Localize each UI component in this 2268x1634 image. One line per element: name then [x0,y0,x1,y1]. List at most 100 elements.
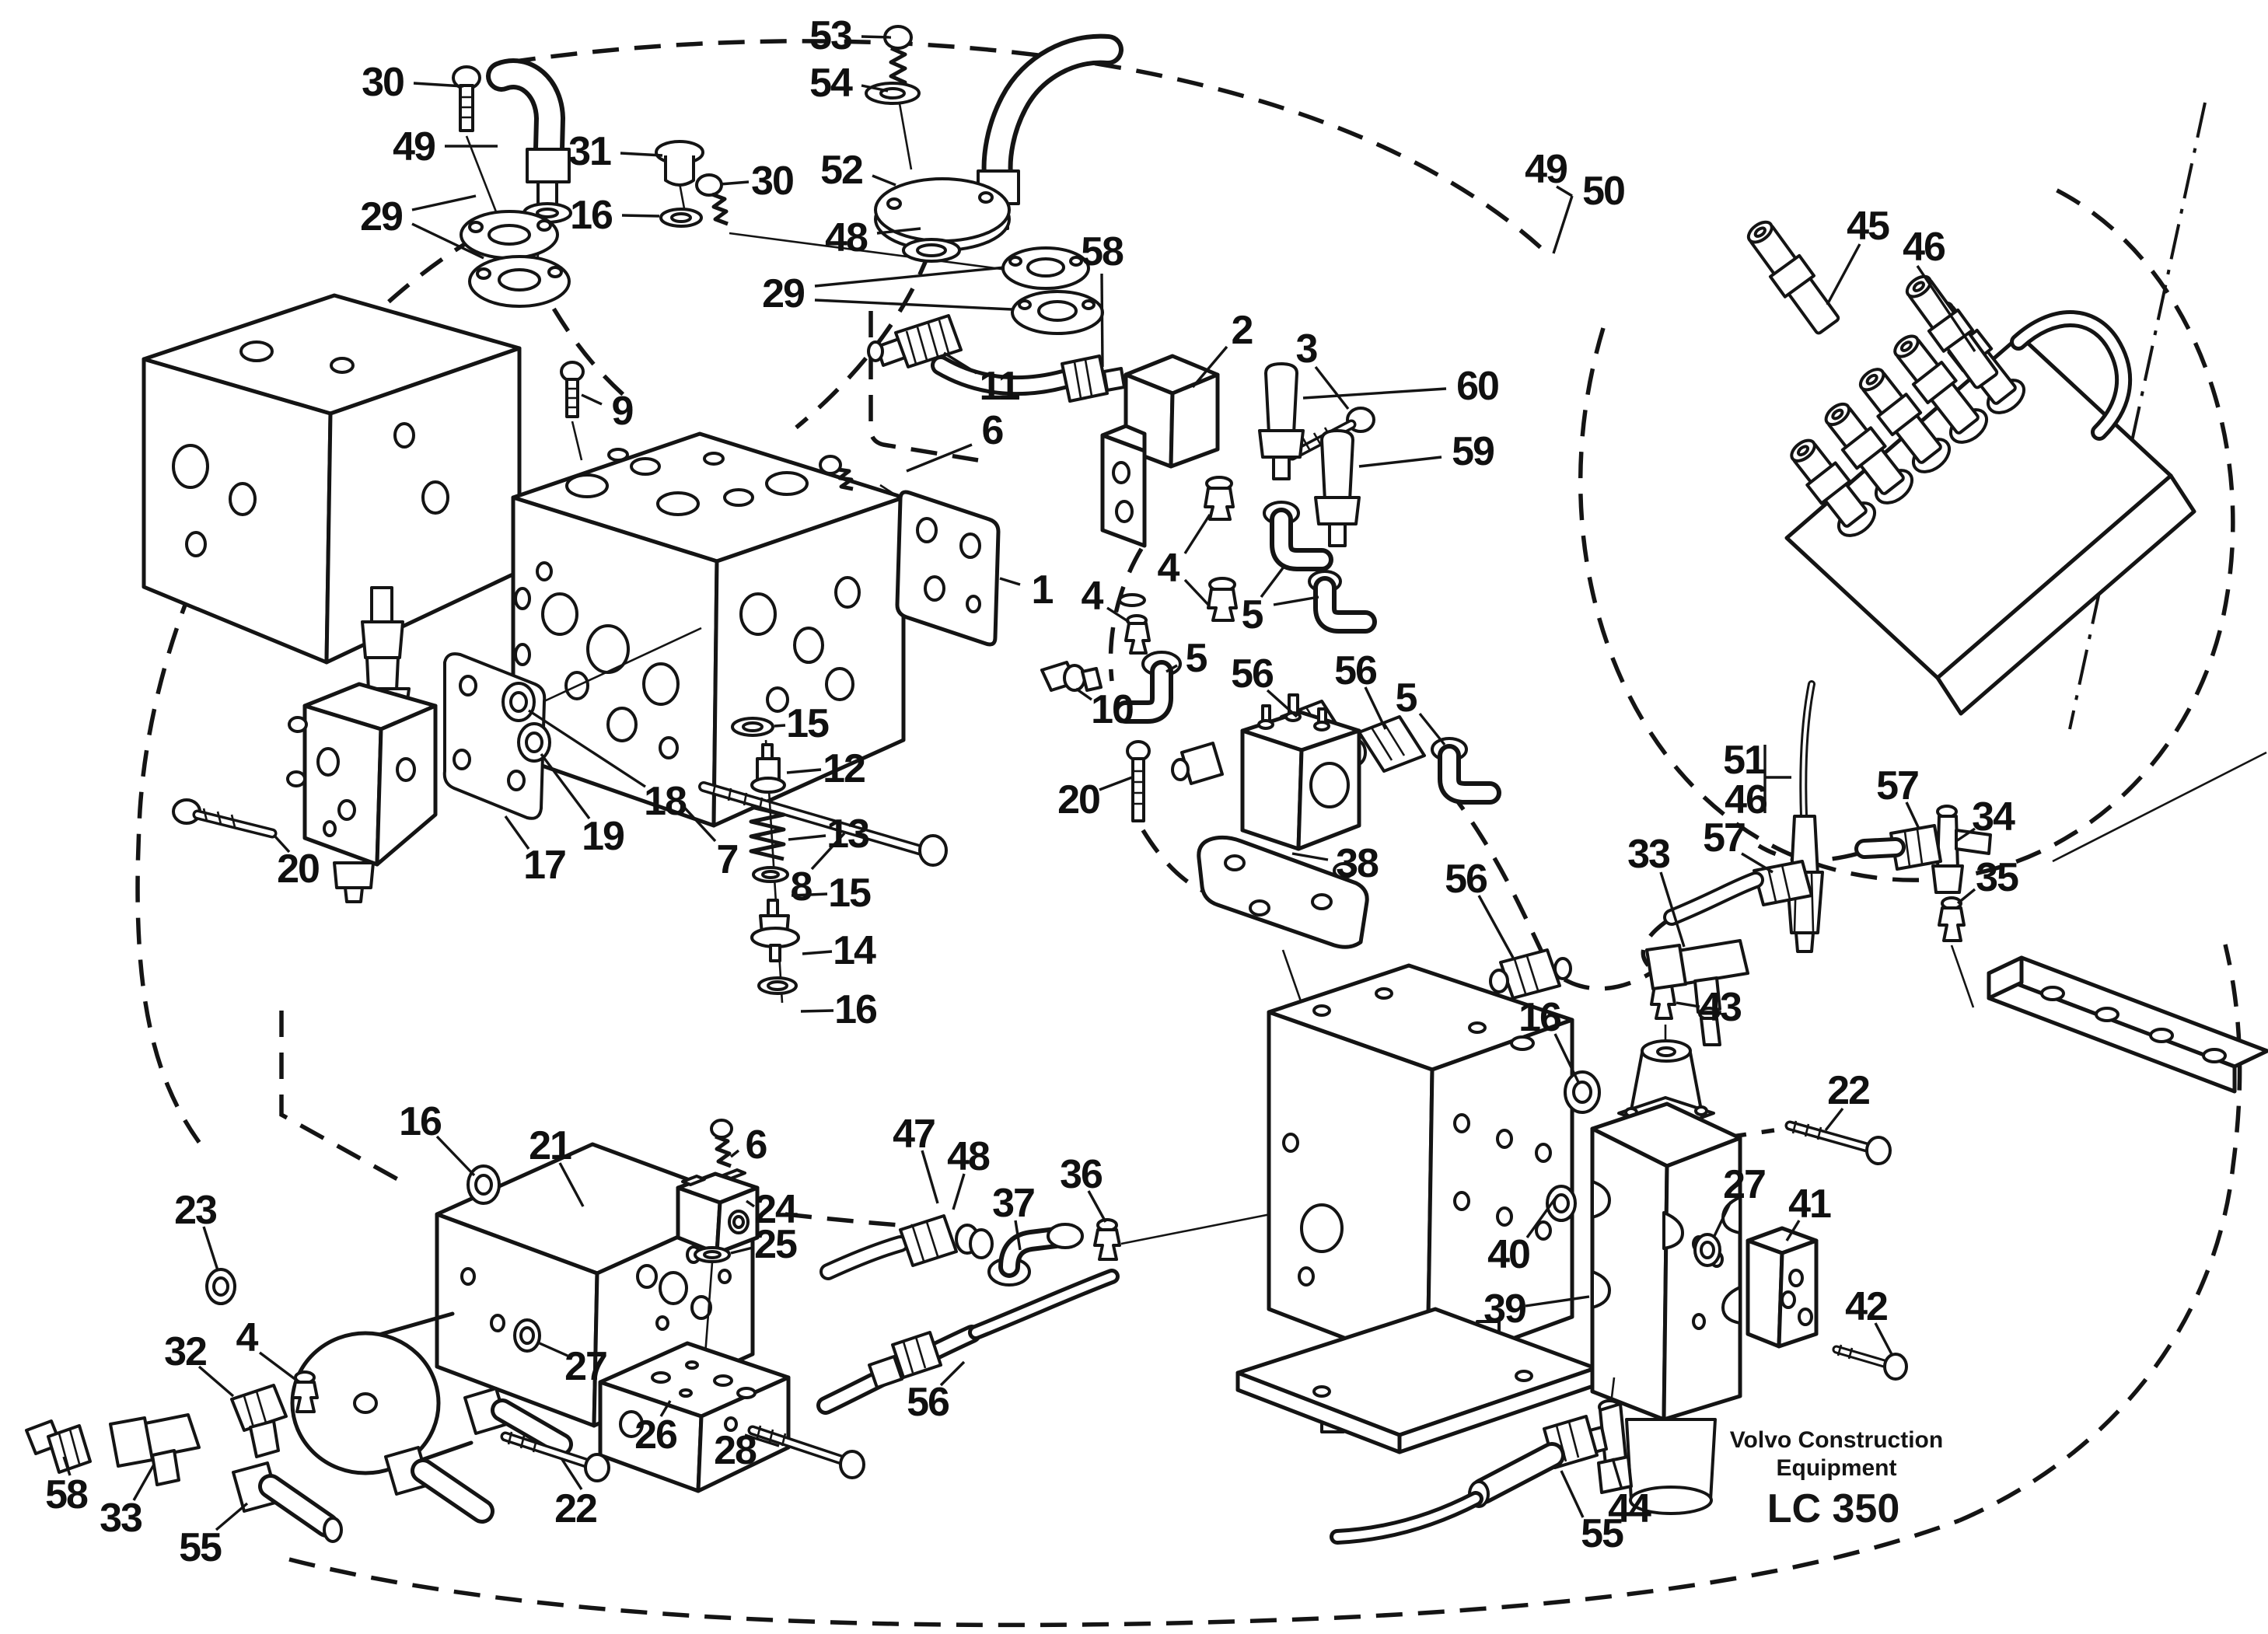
end-block-41 [1693,1226,1908,1381]
callout-4: 4 [236,1315,259,1360]
leader-line-4 [1183,578,1211,608]
callout-37: 37 [992,1181,1034,1226]
loose-coupling-45 [1746,220,1840,335]
leader-line-27 [539,1342,568,1357]
leader-line-22 [1824,1107,1844,1132]
brand-line-2: Equipment [1777,1455,1897,1481]
leader-line-6 [729,1149,740,1158]
leader-line-30 [719,180,750,186]
callout-26: 26 [634,1412,677,1458]
leader-line-37 [1014,1220,1022,1251]
leader-line-45 [1826,243,1861,306]
leader-line-39 [1525,1295,1590,1308]
callout-14: 14 [833,928,876,973]
callout-53: 53 [809,13,852,58]
callout-6: 6 [982,408,1004,453]
leader-line-56 [1364,686,1387,730]
mid-hose-fittings [816,1213,1271,1415]
leader-line-59 [1358,456,1442,468]
leader-line-20 [1099,776,1133,791]
leader-line-6 [906,443,973,473]
callout-21: 21 [529,1123,571,1168]
leader-line-48 [952,1173,966,1210]
leader-line-15 [774,724,786,728]
leader-line-29 [814,266,1005,288]
branding: Volvo Construction Equipment LC 350 [1730,1427,1943,1531]
callout-46: 46 [1903,225,1945,270]
leader-line-18 [528,709,646,788]
background-manifold-block [142,293,522,665]
leader-line-5 [1165,664,1178,673]
leader-line-16 [435,1135,476,1177]
leader-line-4 [258,1351,299,1382]
leader-line-56 [1477,895,1515,958]
leader-line-20 [272,833,291,854]
callout-56: 56 [1445,857,1487,902]
callout-56: 56 [1334,648,1377,693]
leader-line-49 [1552,195,1574,254]
leader-line-29 [411,222,484,260]
callout-54: 54 [809,61,853,106]
callout-25: 25 [754,1222,797,1267]
callout-16: 16 [1518,995,1561,1040]
leader-line-40 [1525,1198,1557,1238]
callout-58: 58 [1081,229,1124,274]
cover-plate-1 [819,455,1001,647]
leader-line-29 [411,194,477,211]
callout-33: 33 [1627,832,1670,877]
leader-line-58 [62,1456,72,1476]
leader-line-12 [786,768,822,774]
callout-2: 2 [1232,308,1253,353]
main-valve-block [511,431,906,828]
callout-47: 47 [893,1112,935,1157]
callout-58: 58 [45,1472,88,1517]
leader-line-33 [1659,871,1686,948]
callout-55: 55 [1581,1511,1623,1556]
leader-line-47 [921,1150,939,1204]
leader-line-44 [1611,1458,1623,1490]
callout-29: 29 [762,271,804,316]
callout-48: 48 [825,215,868,260]
pressure-valve-block-2 [931,354,1501,805]
callout-28: 28 [714,1428,757,1473]
callout-22: 22 [1827,1068,1869,1113]
leader-line-55 [215,1502,249,1531]
callout-20: 20 [1057,777,1099,822]
callout-9: 9 [612,389,633,434]
callout-30: 30 [751,159,793,204]
leader-line-4 [1183,514,1211,554]
pilot-hose-connectors [1489,680,1824,1046]
leader-line-16 [1553,1033,1580,1083]
callout-56: 56 [1231,651,1274,697]
callout-40: 40 [1487,1232,1529,1277]
leader-line-22 [560,1458,583,1490]
callout-36: 36 [1060,1152,1103,1197]
leader-line-56 [1266,689,1298,718]
leader-line-52 [872,174,896,187]
pilot-valve-38 [1171,693,1369,1018]
callout-41: 41 [1788,1182,1831,1227]
leader-line-23 [202,1226,219,1271]
leader-line-8 [810,832,846,871]
callout-10: 10 [1091,687,1133,732]
leader-line-38 [1291,852,1329,861]
callout-31: 31 [568,129,611,174]
callout-5: 5 [1186,636,1207,681]
plug-and-washer [655,140,704,228]
callout-11: 11 [980,364,1020,409]
leader-line-46 [1916,265,1976,352]
callout-15: 15 [786,701,829,746]
callout-46: 46 [1725,777,1767,822]
leader-line-30 [413,82,464,88]
callout-48: 48 [947,1134,990,1179]
hose-coupling-bank [1746,220,2196,716]
model-code: LC 350 [1767,1486,1900,1531]
leader-line-29 [814,299,1013,311]
leader-line-35 [1956,888,1976,905]
leader-line-34 [1955,827,1976,843]
callout-6: 6 [746,1123,767,1168]
leader-line-48 [876,227,921,235]
leader-line-5 [1418,712,1446,746]
